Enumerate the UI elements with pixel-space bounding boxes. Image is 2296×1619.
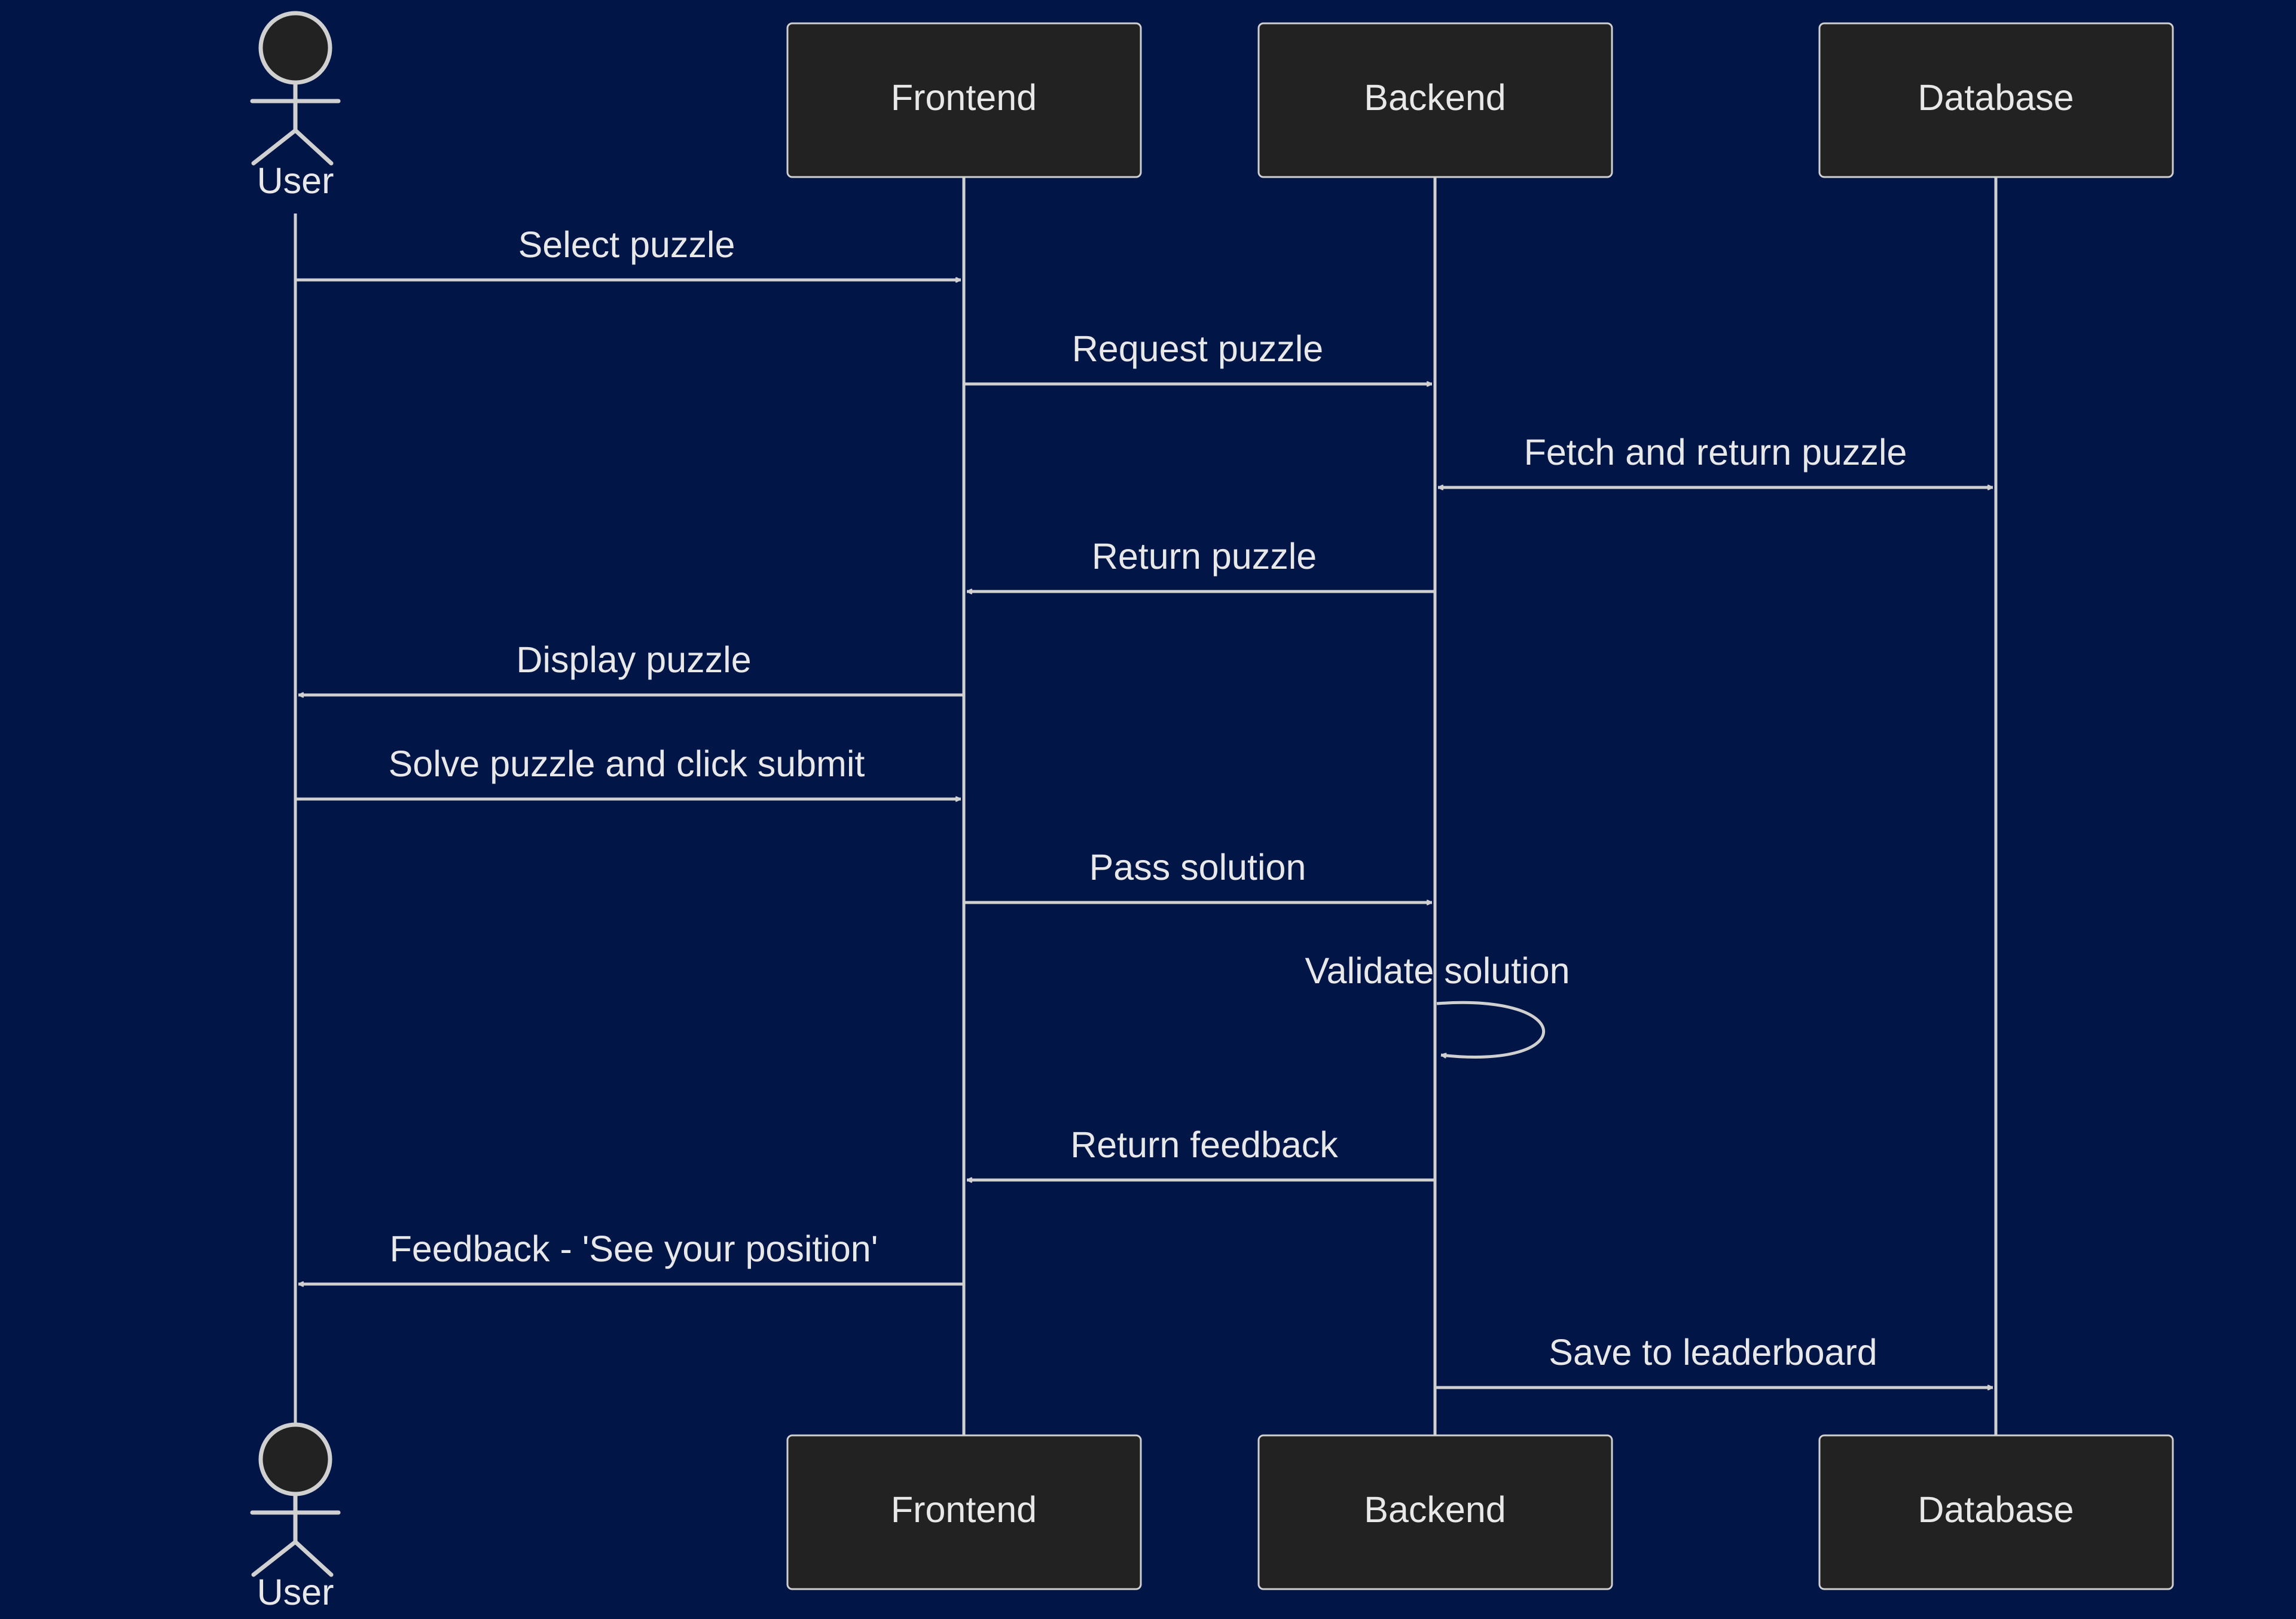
actor-leg-right bbox=[293, 1539, 334, 1577]
participant-label-backend: Backend bbox=[1364, 77, 1506, 118]
message-label: Fetch and return puzzle bbox=[1524, 432, 1907, 472]
participant-database-bottom: Database bbox=[1818, 1434, 2174, 1590]
participant-box bbox=[786, 1434, 1142, 1590]
participant-frontend-top: Frontend bbox=[786, 22, 1142, 178]
participant-box bbox=[786, 22, 1142, 178]
participant-label-user: User bbox=[257, 1572, 334, 1612]
message-label: Display puzzle bbox=[516, 639, 751, 680]
participant-user-top: User bbox=[250, 11, 341, 201]
message-label: Request puzzle bbox=[1072, 328, 1323, 369]
participant-backend-bottom: Backend bbox=[1257, 1434, 1613, 1590]
message-label: Return feedback bbox=[1070, 1124, 1338, 1165]
participant-label-user: User bbox=[257, 160, 334, 201]
participant-database-top: Database bbox=[1818, 22, 2174, 178]
participant-label-database: Database bbox=[1918, 1489, 2074, 1530]
participant-frontend-bottom: Frontend bbox=[786, 1434, 1142, 1590]
message-solve-puzzle-and-click-submit: Solve puzzle and click submit bbox=[295, 743, 961, 799]
participant-user-bottom: User bbox=[250, 1422, 341, 1612]
participant-backend-top: Backend bbox=[1257, 22, 1613, 178]
actor-leg-left bbox=[251, 1539, 298, 1577]
participant-box bbox=[1257, 22, 1613, 178]
message-display-puzzle: Display puzzle bbox=[298, 639, 964, 695]
message-fetch-and-return-puzzle: Fetch and return puzzle bbox=[1438, 432, 1993, 487]
message-feedback-see-your-position: Feedback - 'See your position' bbox=[298, 1228, 964, 1284]
participant-label-backend: Backend bbox=[1364, 1489, 1506, 1530]
message-pass-solution: Pass solution bbox=[964, 847, 1432, 903]
actor-leg-right bbox=[293, 128, 334, 166]
participant-box bbox=[1818, 1434, 2174, 1590]
participant-label-database: Database bbox=[1918, 77, 2074, 118]
message-label: Pass solution bbox=[1089, 847, 1306, 888]
message-label: Solve puzzle and click submit bbox=[389, 743, 865, 784]
message-label: Validate solution bbox=[1305, 950, 1570, 991]
message-label: Feedback - 'See your position' bbox=[390, 1228, 878, 1269]
self-message-loop bbox=[1436, 1001, 1545, 1059]
message-save-to-leaderboard: Save to leaderboard bbox=[1435, 1332, 1993, 1388]
participant-label-frontend: Frontend bbox=[891, 1489, 1037, 1530]
actor-head bbox=[258, 1422, 332, 1496]
message-return-feedback: Return feedback bbox=[967, 1124, 1435, 1180]
message-select-puzzle: Select puzzle bbox=[295, 224, 961, 280]
actor-head bbox=[258, 11, 332, 85]
message-label: Save to leaderboard bbox=[1549, 1332, 1877, 1373]
message-label: Select puzzle bbox=[518, 224, 735, 265]
actor-leg-left bbox=[251, 128, 298, 166]
message-validate-solution: Validate solution bbox=[1305, 950, 1570, 1059]
participant-box bbox=[1257, 1434, 1613, 1590]
participant-box bbox=[1818, 22, 2174, 178]
message-return-puzzle: Return puzzle bbox=[967, 536, 1435, 592]
message-request-puzzle: Request puzzle bbox=[964, 328, 1432, 384]
message-label: Return puzzle bbox=[1092, 536, 1317, 577]
participant-label-frontend: Frontend bbox=[891, 77, 1037, 118]
